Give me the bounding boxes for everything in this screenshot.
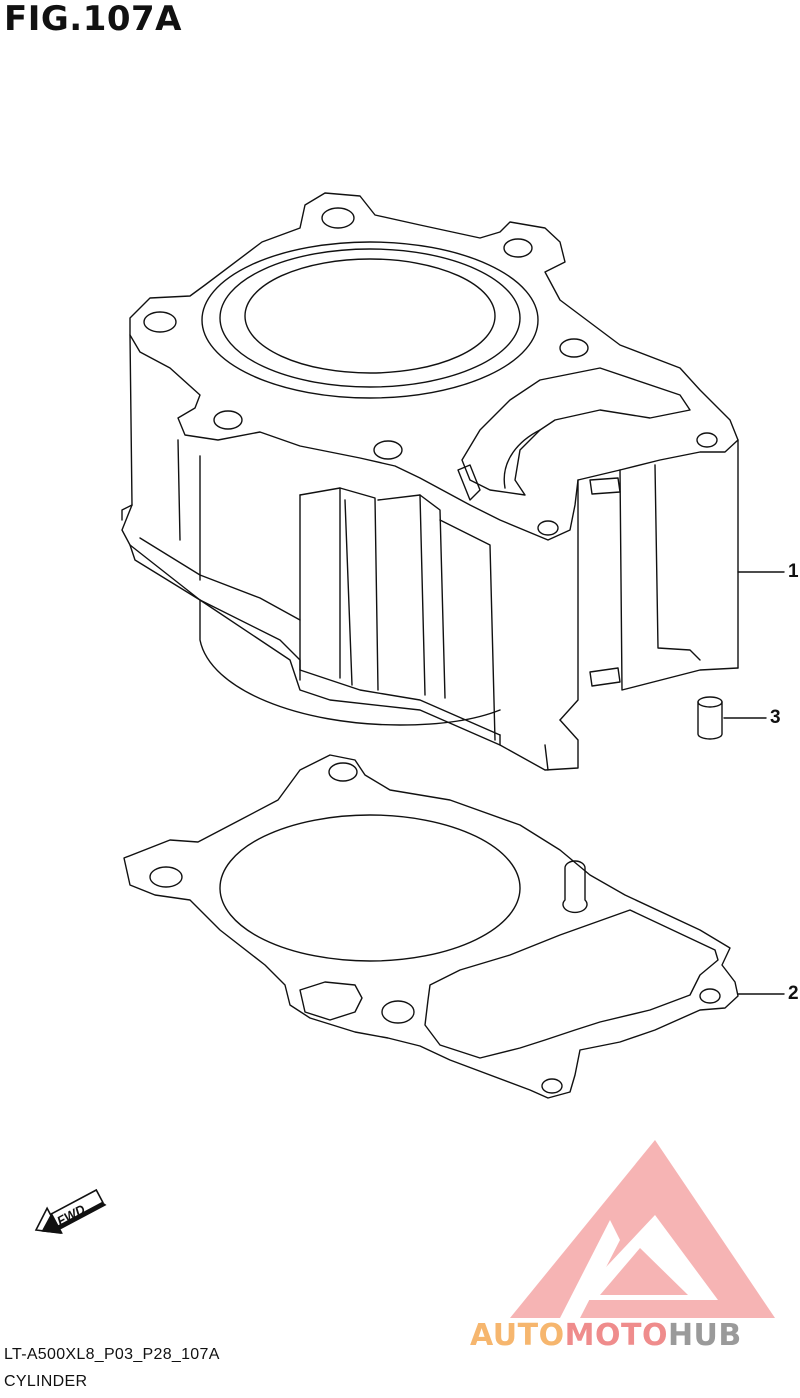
gasket-stud-hole [541,1078,563,1094]
bore-ring [219,248,521,388]
gasket-oil-passage [299,981,363,1021]
cylinder-skirt [199,599,501,726]
figure-title: FIG.107A [4,0,182,39]
cam-chain-opening [461,367,691,496]
fwd-arrow-icon [34,1188,107,1234]
callout-1: 1 [788,561,799,582]
gasket-stud-hole [149,866,183,888]
dowel-pin-part[interactable] [697,696,723,740]
stud-hole [696,432,718,448]
stud-hole [537,520,559,536]
watermark-text: AUTOMOTOHUB [470,1318,742,1353]
stud-hole [503,238,533,258]
cylinder-part[interactable] [121,192,739,771]
callout-2: 2 [788,983,799,1004]
gasket-outline [123,754,739,1099]
gasket-stud-hole [381,1000,415,1024]
gasket-stud-hole [328,762,358,782]
gasket-chain-window [424,909,719,1059]
watermark-part-hub: HUB [667,1318,742,1353]
figure-code: LT-A500XL8_P03_P28_107A [4,1346,220,1363]
watermark-part-auto: AUTO [470,1318,565,1353]
stud-hole [373,440,403,460]
watermark-part-moto: MOTO [564,1318,668,1353]
bore [244,258,496,374]
figure-caption: CYLINDER [4,1373,88,1390]
stud-hole [143,311,177,333]
callout-3: 3 [770,707,781,728]
bore-outer-ring [201,241,539,399]
gasket-part[interactable] [123,754,739,1099]
stud-hole [213,410,243,430]
cylinder-top-flange [129,192,739,541]
triangle-logo-icon [510,1140,775,1318]
stud-hole [321,207,355,229]
stud-hole [559,338,589,358]
gasket-keyhole [562,860,588,914]
gasket-stud-hole [699,988,721,1004]
gasket-bore [219,814,521,962]
